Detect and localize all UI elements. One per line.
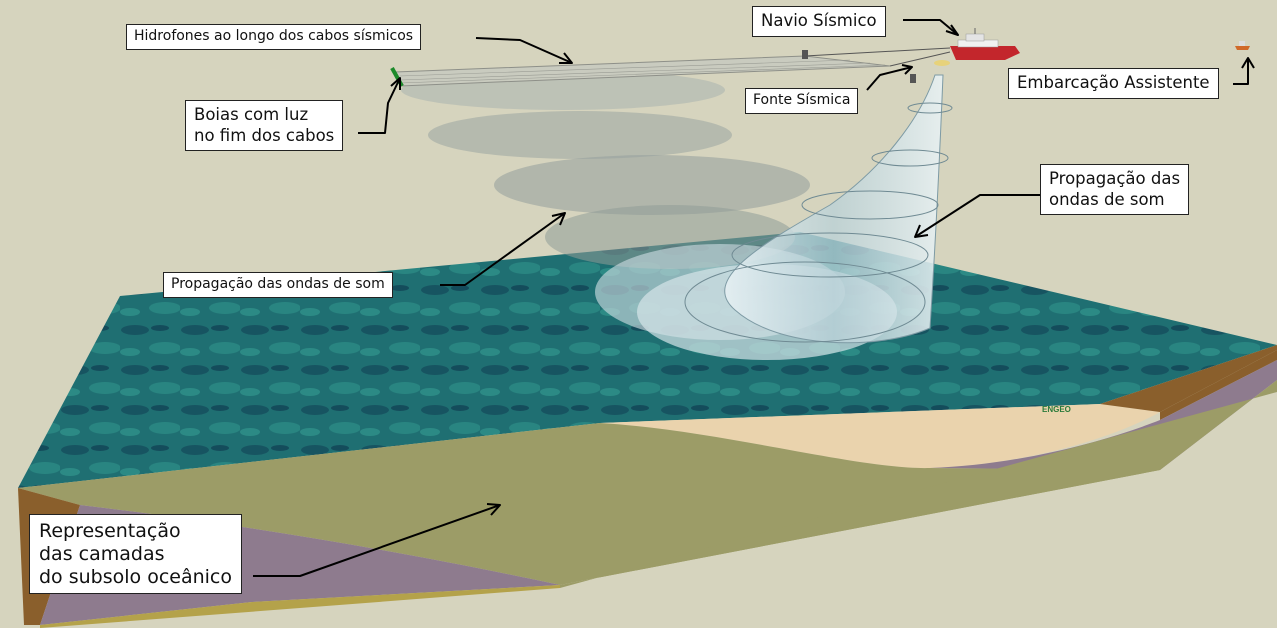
annotation-arrows <box>253 19 1255 577</box>
wave-disc <box>428 111 732 159</box>
label-assist: Embarcação Assistente <box>1008 68 1219 99</box>
sound-cone <box>724 74 944 344</box>
label-hydrophones: Hidrofones ao longo dos cabos sísmicos <box>126 24 422 50</box>
label-ship: Navio Sísmico <box>752 6 886 37</box>
side-brown <box>1160 350 1277 420</box>
label-waves-right: Propagação das ondas de som <box>1040 164 1190 216</box>
label-waves-left: Propagação das ondas de som <box>163 272 393 298</box>
sand-surface <box>600 404 1160 469</box>
label-source: Fonte Sísmica <box>745 88 859 114</box>
label-layers: Representação das camadas do subsolo oce… <box>29 514 242 595</box>
bottom-strip <box>40 585 560 628</box>
sediment-layer <box>18 423 1160 585</box>
seismic-ship <box>950 28 1020 60</box>
wave-disc <box>494 155 810 215</box>
assist-vessel <box>1235 41 1250 50</box>
seismic-source <box>934 60 950 66</box>
label-buoys: Boias com luz no fim dos cabos <box>185 100 344 152</box>
engeo-logo: ENGEO <box>1042 405 1071 414</box>
brown-surface-strip <box>1100 345 1277 412</box>
